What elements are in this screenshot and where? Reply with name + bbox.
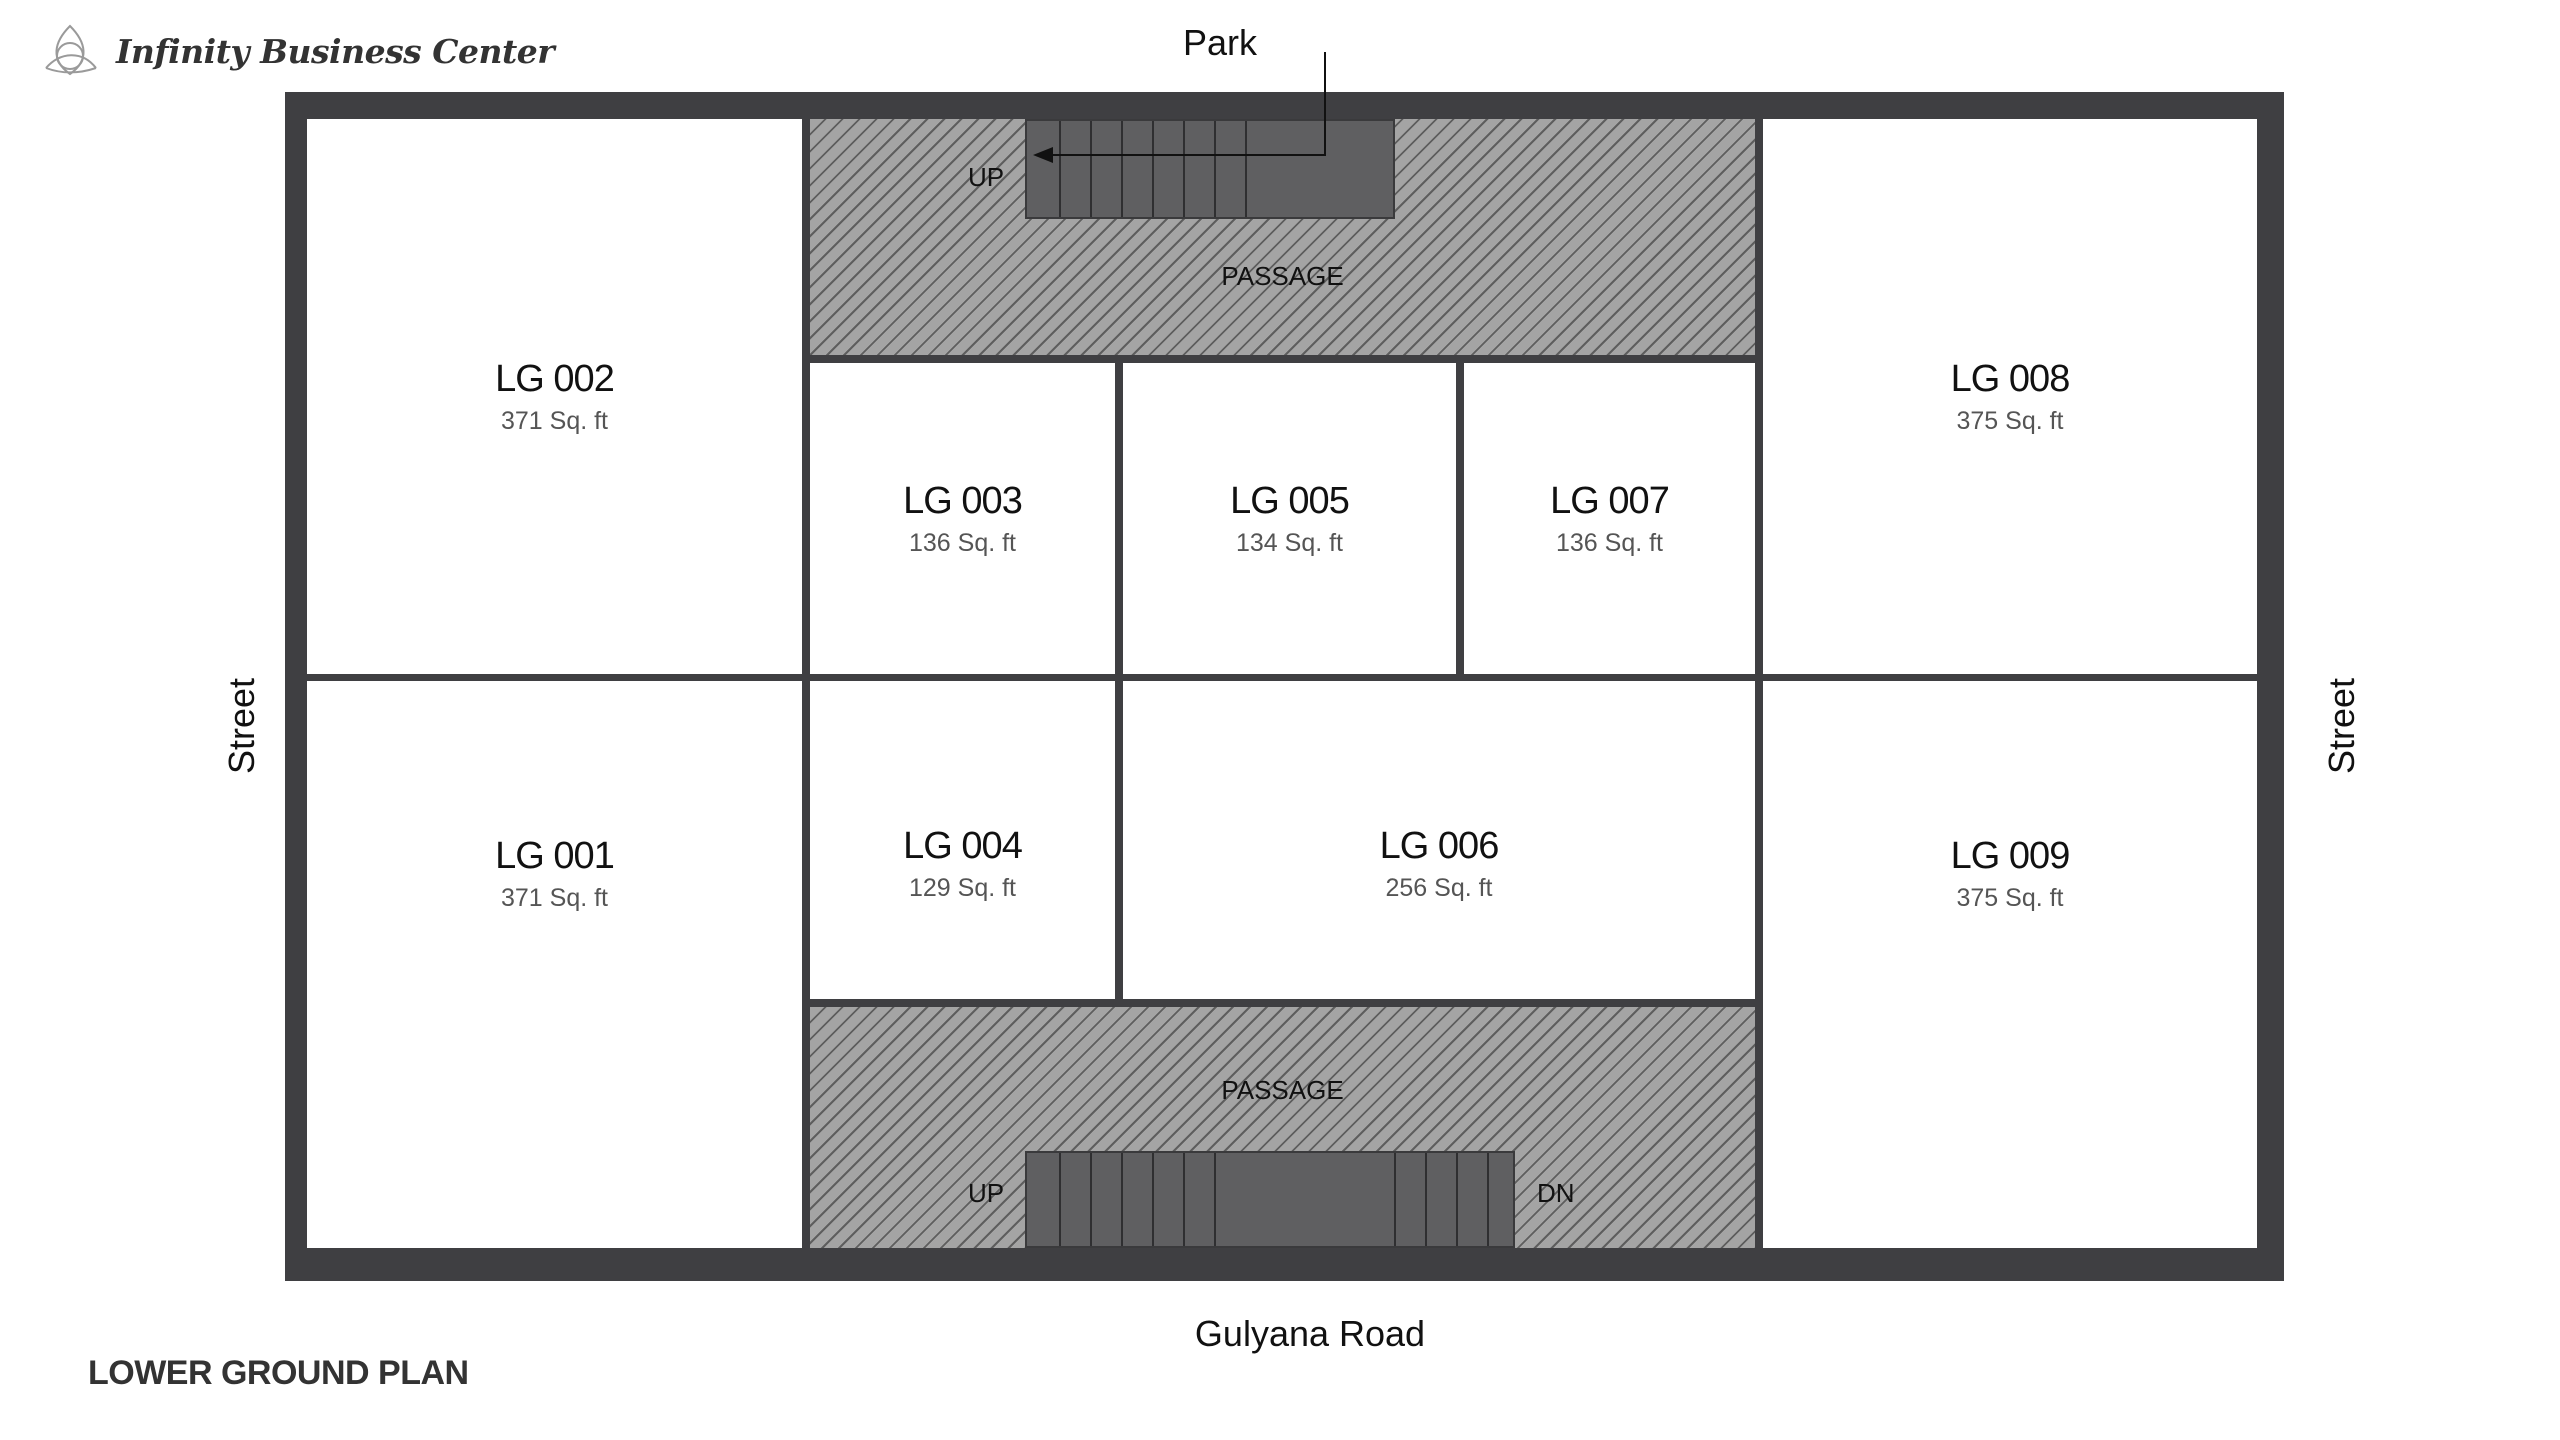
- unit-lg-009[interactable]: LG 009 375 Sq. ft: [1763, 681, 2257, 1248]
- stairs-up-label: UP: [968, 162, 1005, 192]
- north-label-park: Park: [1182, 22, 1258, 63]
- unit-lg-003[interactable]: LG 003 136 Sq. ft: [810, 363, 1115, 674]
- unit-lg-002[interactable]: LG 002 371 Sq. ft: [307, 119, 802, 674]
- stairs-up-label: UP: [968, 1178, 1005, 1208]
- unit-area: 371 Sq. ft: [500, 406, 609, 435]
- unit-area: 136 Sq. ft: [1555, 528, 1664, 557]
- unit-id: LG 005: [1230, 479, 1350, 522]
- floor-plan: LG 002 371 Sq. ft LG 001 371 Sq. ft PASS…: [285, 52, 2284, 1281]
- unit-id: LG 007: [1550, 479, 1670, 522]
- east-label-street: Street: [2321, 677, 2362, 775]
- unit-area: 256 Sq. ft: [1385, 874, 1493, 902]
- passage-north: PASSAGE UP: [810, 119, 1755, 355]
- unit-lg-008[interactable]: LG 008 375 Sq. ft: [1763, 119, 2257, 674]
- brand: Infinity Business Center: [40, 22, 555, 84]
- passage-south: PASSAGE UP DN: [810, 1007, 1755, 1248]
- stair-direction-arrow: [1033, 52, 1326, 163]
- brand-name: Infinity Business Center: [116, 32, 555, 71]
- stairs-down-label: DN: [1537, 1178, 1575, 1208]
- passage-label: PASSAGE: [1221, 261, 1344, 291]
- unit-area: 375 Sq. ft: [1956, 884, 2064, 912]
- unit-lg-007[interactable]: LG 007 136 Sq. ft: [1464, 363, 1755, 674]
- staircase-south: [1025, 1151, 1515, 1248]
- unit-area: 371 Sq. ft: [500, 884, 609, 912]
- unit-lg-001[interactable]: LG 001 371 Sq. ft: [307, 681, 802, 1248]
- unit-lg-006[interactable]: LG 006 256 Sq. ft: [1123, 681, 1755, 999]
- unit-id: LG 006: [1379, 825, 1500, 867]
- unit-id: LG 004: [903, 825, 1023, 867]
- staircase-north: [1025, 119, 1395, 219]
- plan-title: LOWER GROUND PLAN: [88, 1354, 469, 1392]
- unit-area: 129 Sq. ft: [908, 874, 1017, 902]
- unit-id: LG 002: [495, 357, 615, 400]
- unit-lg-005[interactable]: LG 005 134 Sq. ft: [1123, 363, 1456, 674]
- unit-id: LG 001: [495, 835, 615, 877]
- triquetra-logo-icon: [45, 24, 97, 76]
- unit-id: LG 008: [1950, 357, 2071, 400]
- unit-area: 375 Sq. ft: [1956, 406, 2064, 435]
- unit-area: 134 Sq. ft: [1235, 528, 1344, 557]
- unit-lg-004[interactable]: LG 004 129 Sq. ft: [810, 681, 1115, 999]
- unit-id: LG 003: [903, 479, 1023, 522]
- passage-label: PASSAGE: [1221, 1075, 1344, 1105]
- unit-id: LG 009: [1950, 835, 2071, 877]
- west-label-street: Street: [221, 677, 262, 775]
- unit-area: 136 Sq. ft: [908, 528, 1017, 557]
- south-label-road: Gulyana Road: [1194, 1313, 1426, 1354]
